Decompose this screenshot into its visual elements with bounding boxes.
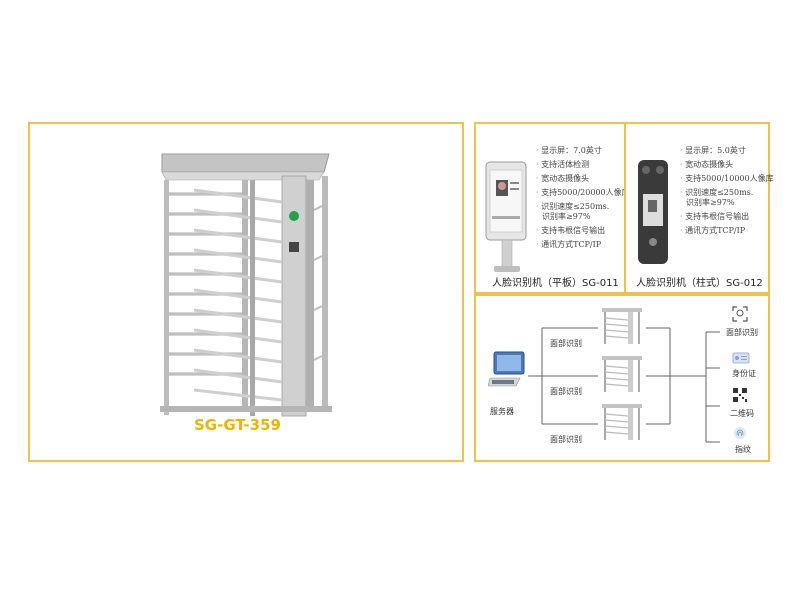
turnstile-image <box>160 153 332 417</box>
pillar-device-image <box>638 160 668 264</box>
spec-text: 识别速度≤250ms. <box>541 201 610 211</box>
branch-label: 面部识别 <box>550 435 582 444</box>
spec-text: 识别率≥97% <box>686 198 735 208</box>
turnstile-icon <box>602 404 642 440</box>
device-b-caption: 人脸识别机（柱式）SG-012 <box>636 278 763 289</box>
spec-item: 宽动态摄像头 <box>680 160 774 170</box>
spec-item: 支持5000/10000人像库 <box>680 174 774 184</box>
face-scan-icon <box>732 306 748 322</box>
method-label: 二维码 <box>730 409 754 418</box>
device-a-spec-list: 显示屏：7.0英寸 支持活体检测 宽动态摄像头 支持5000/20000人像库 … <box>536 146 630 254</box>
tablet-device-image <box>485 161 527 272</box>
server-icon <box>488 351 525 387</box>
device-b-panel: 显示屏：5.0英寸 宽动态摄像头 支持5000/10000人像库 识别速度≤25… <box>624 122 774 294</box>
spec-item: 通讯方式TCP/IP <box>680 226 774 236</box>
id-card-icon <box>732 352 750 364</box>
spec-item: 支持韦根信号输出 <box>536 226 630 236</box>
spec-item: 显示屏：7.0英寸 <box>536 146 630 156</box>
spec-item: 支持5000/20000人像库 <box>536 188 630 198</box>
turnstile-icon <box>602 356 642 392</box>
device-a-panel: 显示屏：7.0英寸 支持活体检测 宽动态摄像头 支持5000/20000人像库 … <box>474 122 630 294</box>
spec-text: 识别速度≤250ms. <box>685 187 754 197</box>
model-label: SG-GT-359 <box>194 416 281 434</box>
spec-item: 支持活体检测 <box>536 160 630 170</box>
method-label: 指纹 <box>735 445 751 454</box>
spec-item: 识别速度≤250ms.识别率≥97% <box>536 202 630 223</box>
turnstile-panel: SG-GT-359 <box>28 122 464 462</box>
diagram-connectors <box>528 327 720 443</box>
spec-item: 宽动态摄像头 <box>536 174 630 184</box>
branch-label: 面部识别 <box>550 339 582 348</box>
spec-text: 识别率≥97% <box>542 211 591 221</box>
method-label: 面部识别 <box>726 328 758 337</box>
turnstile-icon <box>602 308 642 344</box>
spec-item: 通讯方式TCP/IP <box>536 240 630 250</box>
spec-item: 支持韦根信号输出 <box>680 212 774 222</box>
spec-item: 识别速度≤250ms.识别率≥97% <box>680 188 774 209</box>
server-label: 服务器 <box>490 407 514 416</box>
device-b-spec-list: 显示屏：5.0英寸 宽动态摄像头 支持5000/10000人像库 识别速度≤25… <box>680 146 774 240</box>
spec-item: 显示屏：5.0英寸 <box>680 146 774 156</box>
method-label: 身份证 <box>732 369 756 378</box>
branch-label: 面部识别 <box>550 387 582 396</box>
network-diagram-panel: 服务器 面部识别 面部识别 面部识别 面部识别 身份证 二维码 指纹 <box>474 294 770 462</box>
qr-code-icon <box>733 388 747 402</box>
fingerprint-icon <box>734 427 746 439</box>
device-a-caption: 人脸识别机（平板）SG-011 <box>492 278 619 289</box>
